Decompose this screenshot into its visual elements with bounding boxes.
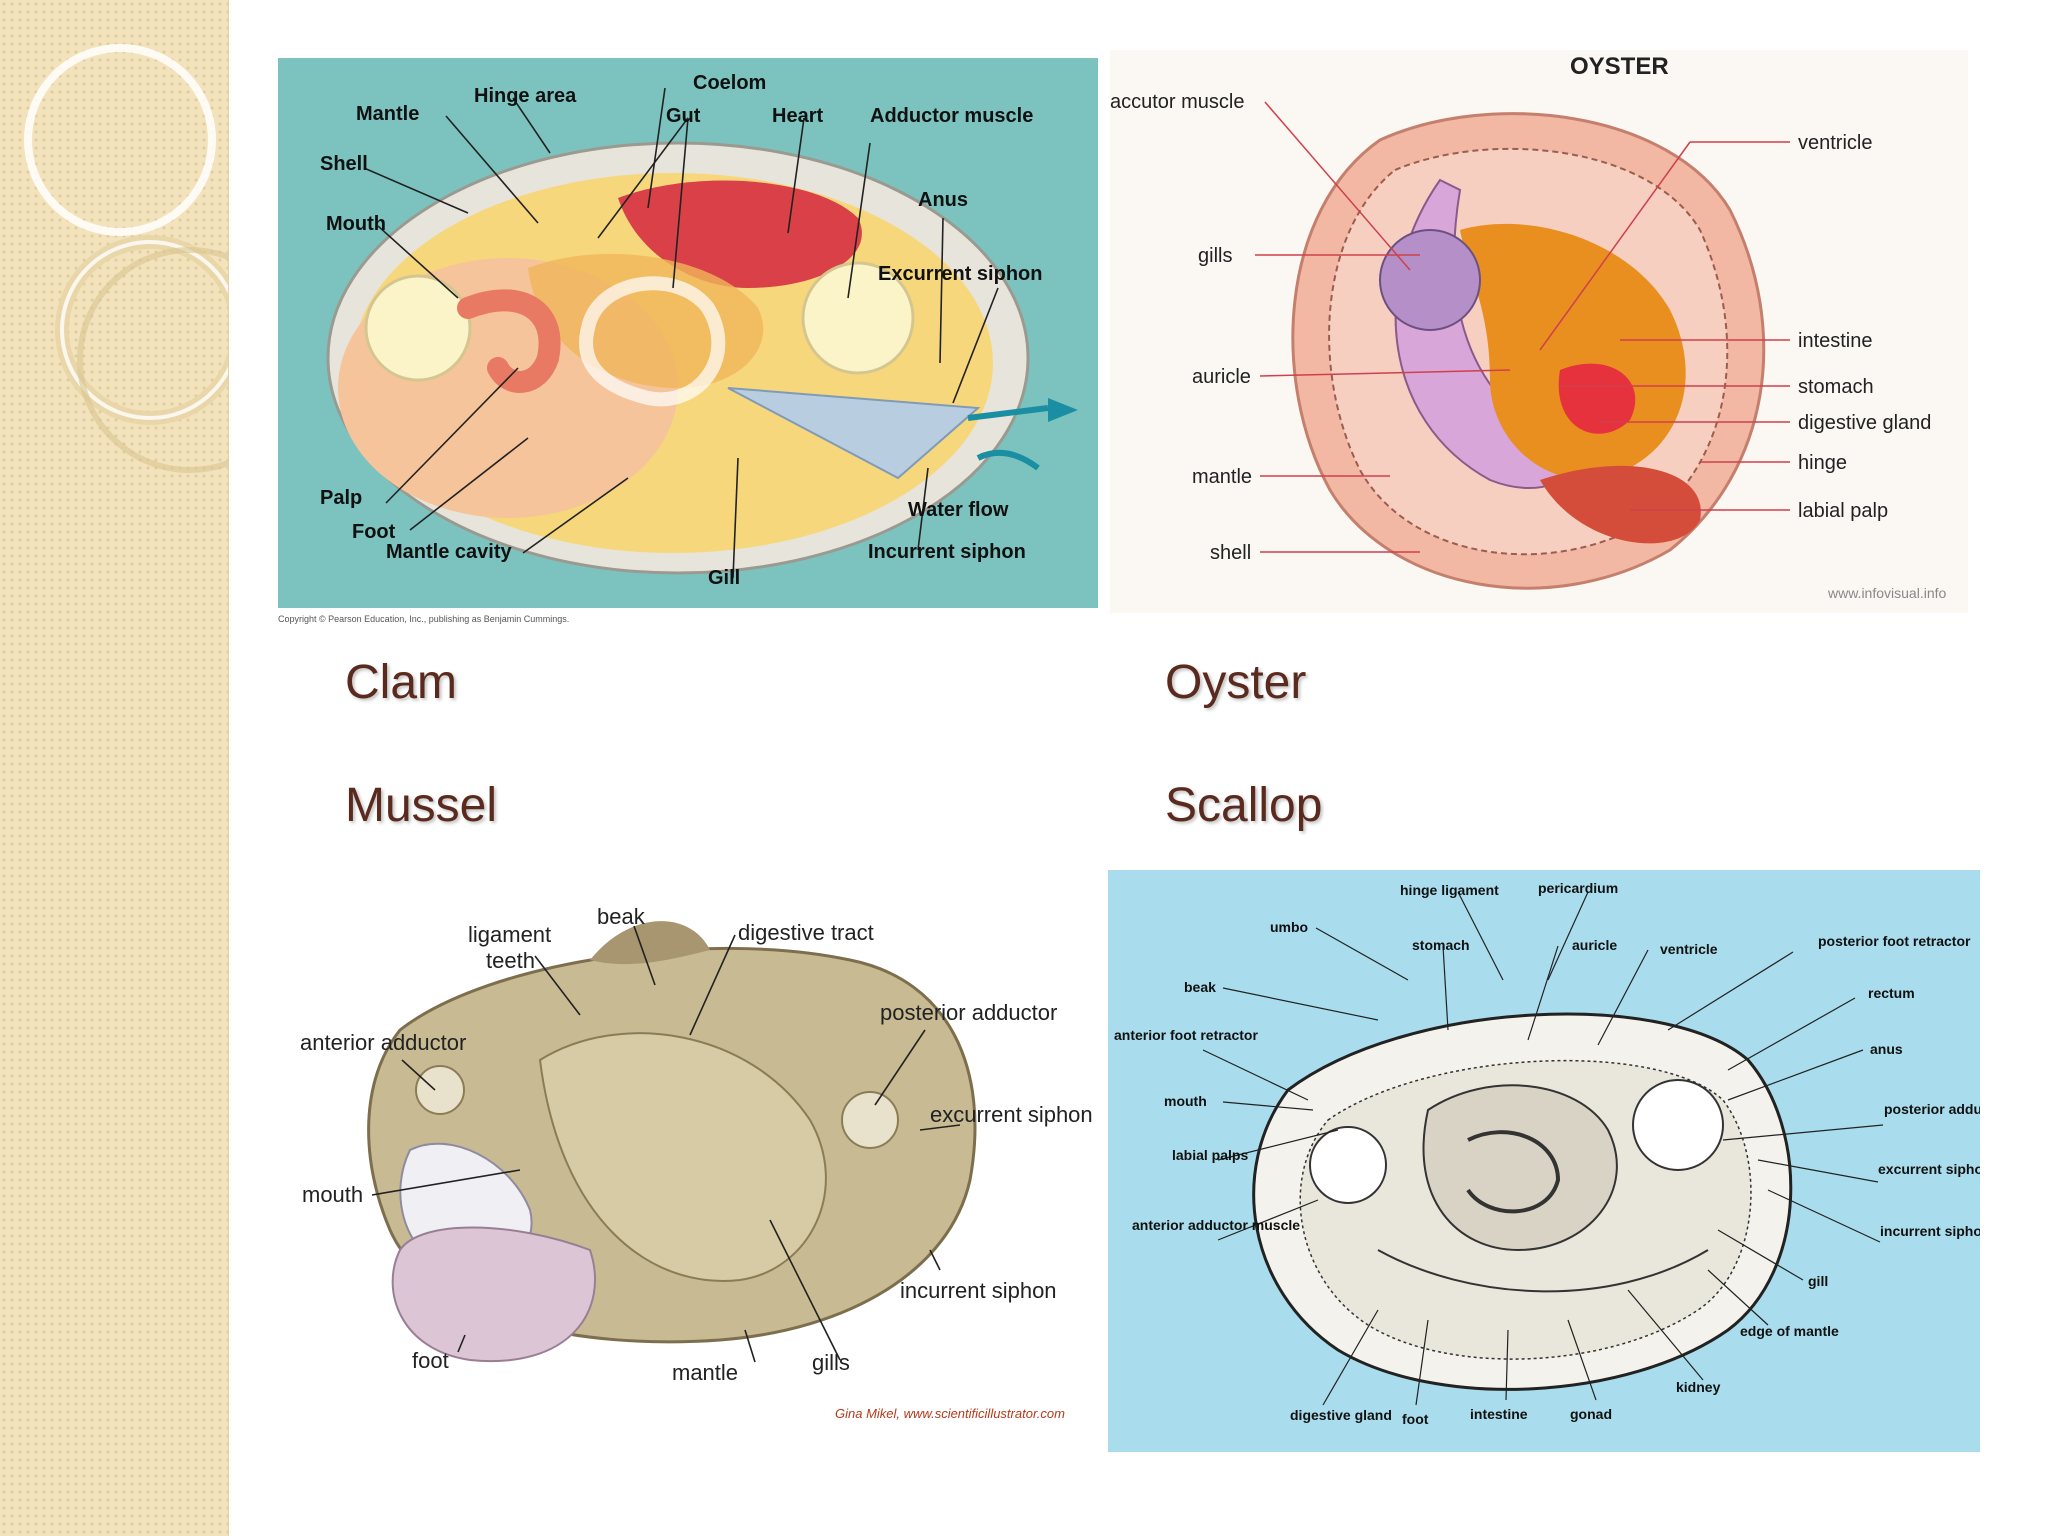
clam-label-shell: Shell — [320, 153, 368, 175]
caption-mussel: Mussel — [345, 778, 497, 833]
mussel-label-teeth: teeth — [486, 948, 535, 973]
clam-label-mantle: Mantle — [356, 103, 419, 125]
oyster-label-shell: shell — [1210, 542, 1251, 564]
clam-label-excurrent-siphon: Excurrent siphon — [878, 263, 1042, 285]
mussel-label-mouth: mouth — [302, 1182, 363, 1207]
clam-label-hinge-area: Hinge area — [474, 85, 577, 107]
oyster-label-auricle: auricle — [1192, 366, 1251, 388]
clam-label-incurrent-siphon: Incurrent siphon — [868, 541, 1026, 563]
mussel-label-anterior-adductor: anterior adductor — [300, 1030, 466, 1055]
scallop-label-incurrent-siphon: incurrent siphon — [1880, 1223, 1980, 1239]
clam-label-gut: Gut — [666, 105, 701, 127]
oyster-label-labial-palp: labial palp — [1798, 500, 1888, 522]
clam-label-adductor-muscle-text: Adductor muscle — [870, 105, 1033, 127]
scallop-label-kidney: kidney — [1676, 1379, 1721, 1395]
scallop-label-mouth: mouth — [1164, 1093, 1207, 1109]
scallop-label-posterior-adductor-muscle: posterior adductor muscle — [1884, 1101, 1980, 1117]
mussel-label-ligament: ligament — [468, 922, 551, 947]
mussel-label-gills: gills — [812, 1350, 850, 1375]
mussel-label-foot: foot — [412, 1348, 449, 1373]
scallop-label-auricle: auricle — [1572, 937, 1617, 953]
oyster-label-adductor-muscle: accutor muscle — [1110, 91, 1245, 113]
oyster-label-digestive-gland: digestive gland — [1798, 412, 1931, 434]
caption-clam: Clam — [345, 655, 457, 710]
scallop-label-gonad: gonad — [1570, 1406, 1612, 1422]
oyster-title: OYSTER — [1570, 53, 1669, 80]
scallop-label-excurrent-siphon: excurrent siphon — [1878, 1161, 1980, 1177]
clam-anterior-adductor — [366, 276, 470, 380]
clam-label-water-flow: Water flow — [908, 499, 1009, 521]
mussel-label-excurrent-siphon: excurrent siphon — [930, 1102, 1093, 1127]
scallop-label-pericardium: pericardium — [1538, 880, 1618, 896]
scallop-posterior-adductor-shape — [1633, 1080, 1723, 1170]
scallop-label-gill: gill — [1808, 1273, 1828, 1289]
scallop-label-beak: beak — [1184, 979, 1216, 995]
mussel-label-beak: beak — [597, 904, 646, 929]
oyster-label-ventricle: ventricle — [1798, 132, 1872, 154]
scallop-visceral-mass — [1424, 1085, 1617, 1250]
oyster-label-intestine: intestine — [1798, 330, 1873, 352]
mussel-label-incurrent-siphon: incurrent siphon — [900, 1278, 1057, 1303]
caption-oyster: Oyster — [1165, 655, 1306, 710]
scallop-label-umbo: umbo — [1270, 919, 1308, 935]
clam-label-gill: Gill — [708, 567, 740, 589]
mussel-label-mantle: mantle — [672, 1360, 738, 1385]
clam-label-mouth: Mouth — [326, 213, 386, 235]
clam-label-foot: Foot — [352, 521, 396, 543]
mussel-label-posterior-adductor: posterior adductor — [880, 1000, 1057, 1025]
mussel-foot-shape — [393, 1228, 595, 1362]
oyster-label-gills: gills — [1198, 245, 1232, 267]
scallop-diagram: hinge ligament pericardium umbo stomach … — [1108, 870, 1980, 1452]
oyster-diagram: OYSTER accutor muscle gills auricle — [1110, 50, 1968, 613]
scallop-label-foot: foot — [1402, 1411, 1429, 1427]
oyster-label-mantle: mantle — [1192, 466, 1252, 488]
sidebar-rings-decoration — [0, 0, 228, 1536]
scallop-label-hinge-ligament: hinge ligament — [1400, 882, 1499, 898]
mussel-posterior-adductor-shape — [842, 1092, 898, 1148]
scallop-label-intestine: intestine — [1470, 1406, 1528, 1422]
scallop-label-stomach: stomach — [1412, 937, 1470, 953]
oyster-credit: www.infovisual.info — [1827, 585, 1946, 601]
clam-copyright: Copyright © Pearson Education, Inc., pub… — [278, 614, 569, 624]
clam-diagram: Mantle Hinge area Coelom Gut Heart Adduc… — [278, 58, 1098, 608]
scallop-label-anterior-foot-retractor: anterior foot retractor — [1114, 1027, 1258, 1043]
clam-label-mantle-cavity: Mantle cavity — [386, 541, 512, 563]
mussel-anterior-adductor-shape — [416, 1066, 464, 1114]
scallop-label-anus: anus — [1870, 1041, 1903, 1057]
clam-label-coelom: Coelom — [693, 72, 766, 94]
clam-label-anus: Anus — [918, 189, 968, 211]
mussel-diagram: ligament teeth beak digestive tract ante… — [290, 890, 1110, 1430]
mussel-label-digestive-tract: digestive tract — [738, 920, 874, 945]
scallop-label-labial-palps: labial palps — [1172, 1147, 1248, 1163]
caption-scallop: Scallop — [1165, 778, 1322, 833]
scallop-label-posterior-foot-retractor: posterior foot retractor — [1818, 933, 1971, 949]
oyster-label-stomach: stomach — [1798, 376, 1874, 398]
scallop-label-digestive-gland: digestive gland — [1290, 1407, 1392, 1423]
oyster-label-hinge: hinge — [1798, 452, 1847, 474]
scallop-label-edge-of-mantle: edge of mantle — [1740, 1323, 1839, 1339]
mussel-credit: Gina Mikel, www.scientificillustrator.co… — [835, 1406, 1065, 1421]
scallop-anterior-adductor-shape — [1310, 1127, 1386, 1203]
clam-label-adductor-muscle: Adductor muscle — [870, 105, 1033, 127]
scallop-label-ventricle: ventricle — [1660, 941, 1718, 957]
clam-label-heart: Heart — [772, 105, 823, 127]
decorative-sidebar — [0, 0, 229, 1536]
clam-label-palp: Palp — [320, 487, 362, 509]
scallop-label-rectum: rectum — [1868, 985, 1915, 1001]
oyster-adductor-muscle-shape — [1380, 230, 1480, 330]
scallop-label-anterior-adductor-muscle: anterior adductor muscle — [1132, 1217, 1300, 1233]
